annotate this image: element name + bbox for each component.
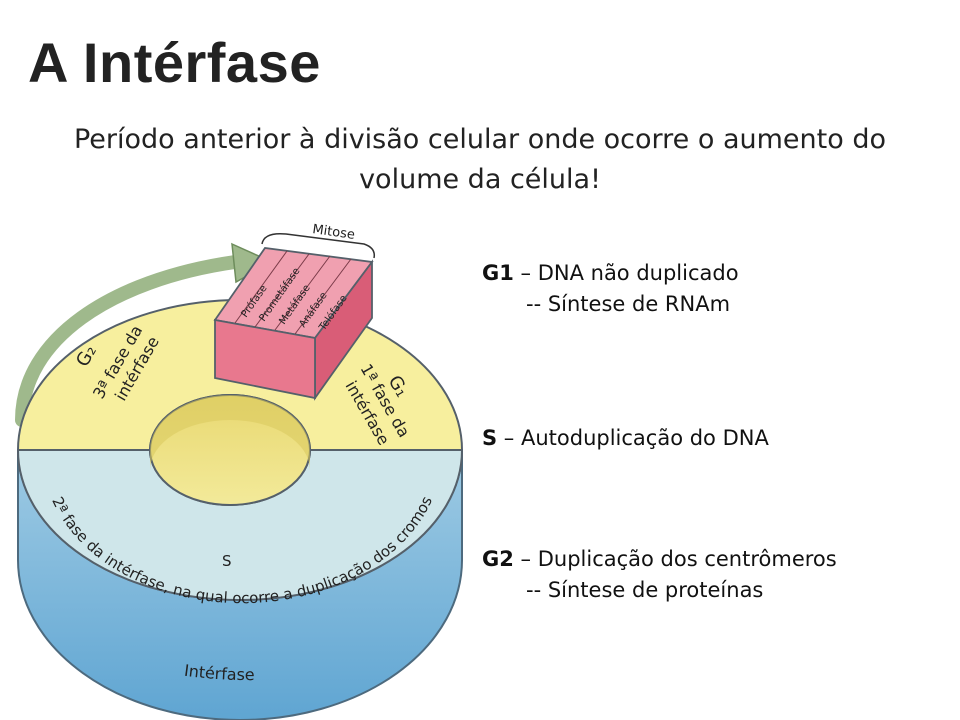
note-g1: G1 – DNA não duplicado -- Síntese de RNA… — [482, 258, 739, 320]
note-g1-key: G1 — [482, 261, 514, 285]
cell-cycle-diagram: Mitose Prófase Prometáfase Metáfase Anáf… — [0, 205, 464, 720]
mitosis-label: Mitose — [311, 222, 355, 243]
ring-hole-shadow — [150, 395, 310, 470]
s-phase-name: S — [222, 552, 232, 570]
note-g1-text: – DNA não duplicado — [513, 261, 739, 285]
mitosis-block — [213, 247, 374, 401]
page-title: A Intérfase — [28, 31, 321, 94]
note-s-text: – Autoduplicação do DNA — [497, 426, 769, 450]
page-subtitle: Período anterior à divisão celular onde … — [73, 124, 887, 195]
note-g2-text: – Duplicação dos centrômeros — [513, 547, 837, 571]
note-g2-sub: -- Síntese de proteínas — [526, 578, 764, 602]
note-s-key: S — [482, 426, 498, 450]
interphase-base-label: Intérfase — [183, 661, 255, 684]
note-s: S – Autoduplicação do DNA — [482, 423, 769, 454]
mitosis-bracket — [261, 232, 376, 259]
note-g2-key: G2 — [482, 547, 514, 571]
cycle-arrow — [15, 255, 242, 427]
note-g2: G2 – Duplicação dos centrômeros -- Sínte… — [482, 544, 837, 606]
note-g1-sub: -- Síntese de RNAm — [526, 292, 731, 316]
